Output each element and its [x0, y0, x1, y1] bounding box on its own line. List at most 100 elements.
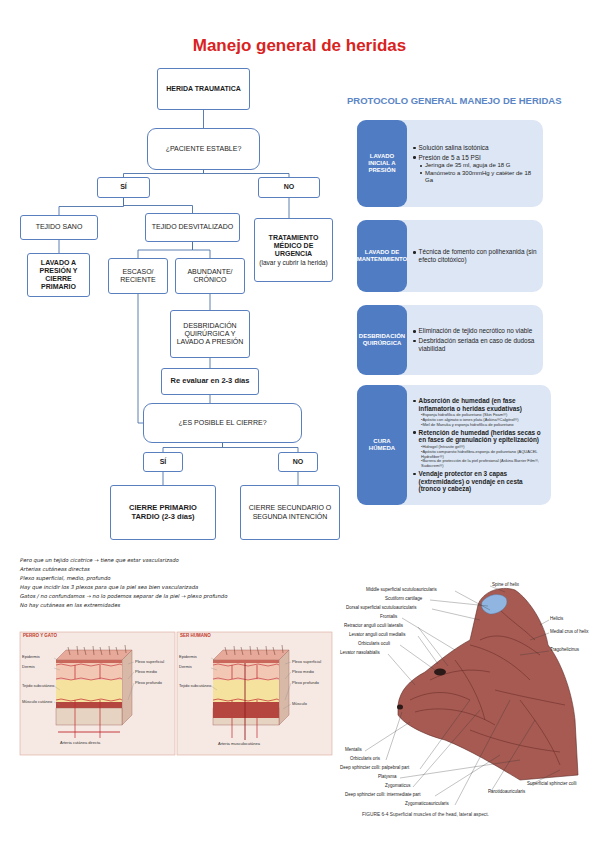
- muscle-label: Helicis: [550, 617, 563, 622]
- node-text: Re evaluar en 2-3 días: [171, 376, 250, 385]
- process-box: TRATAMIENTO MÉDICO DE URGENCIA(lavar y c…: [254, 218, 333, 282]
- answer-box: NO: [258, 177, 320, 198]
- node-text: Presión de 5 a 15 PSI: [419, 154, 481, 162]
- skin-layer-label: Plexo superficial: [135, 660, 164, 664]
- dog-eye: [434, 669, 446, 676]
- muscle-label: Dorsal superficial scutuloauricularis: [346, 606, 417, 611]
- skin-layer-label: Dermis: [179, 665, 192, 669]
- text-row: HERIDA TRAUMATICA: [166, 85, 241, 93]
- handwritten-note: Pero que un tejido cicatrice → tiene que…: [20, 558, 179, 564]
- node-text: ESCASO/ RECIENTE: [120, 268, 155, 283]
- node-text: CURA HÚMEDA: [369, 438, 395, 451]
- answer-box: SÍ: [97, 177, 150, 198]
- leader-lines: [365, 586, 560, 805]
- human-skin-block: [213, 645, 289, 738]
- answer-box: NO: [278, 452, 318, 472]
- flow-connector: [210, 395, 211, 403]
- muscle-label: Levator anguli oculi medialis: [349, 633, 406, 638]
- handwritten-note: Hay que incidir los 3 plexos para que la…: [20, 585, 198, 591]
- text-row: SÍ: [120, 183, 127, 191]
- node-text: Desbridación seriada en caso de dudosa v…: [419, 337, 537, 352]
- text-row: LAVADO A PRESIÓN Y CIERRE PRIMARIO: [31, 259, 86, 292]
- flow-connector: [204, 170, 290, 177]
- flow-connector: [210, 294, 211, 310]
- handwritten-note: Gatos / no confundamos → no lo podemos s…: [20, 594, 227, 600]
- node-text: Jeringa de 35 ml, aguja de 18 G: [425, 162, 510, 169]
- decision-box: ¿ES POSIBLE EL CIERRE?: [143, 403, 302, 443]
- bullet-dot: [413, 340, 416, 343]
- bullet-dot: [413, 251, 416, 254]
- skin-layer-label: Epidermis: [22, 655, 40, 659]
- muscle-label: Middle superficial scutuloauricularis: [366, 588, 437, 593]
- node-text: Técnica de fomento con polihexanida (sin…: [419, 248, 537, 263]
- node-text: LAVADO INICIAL A PRESIÓN: [368, 153, 395, 173]
- bullet-dot: [413, 400, 416, 403]
- node-text: CIERRE PRIMARIO TARDIO (2-3 días): [129, 503, 197, 521]
- skin-layer-label: Tejido subcutáneo: [22, 684, 54, 688]
- text-row: CURA HÚMEDA: [360, 438, 404, 452]
- muscle-label: Zygomaticoauricularis: [405, 802, 449, 807]
- process-box: Re evaluar en 2-3 días: [161, 368, 259, 395]
- muscle-fibres: [410, 610, 565, 765]
- skin-layer-label: Plexo profundo: [292, 681, 319, 685]
- condition-box: TEJIDO DESVITALIZADO: [145, 213, 240, 242]
- text-row: Presión de 5 a 15 PSI: [413, 154, 537, 162]
- process-box: LAVADO A PRESIÓN Y CIERRE PRIMARIO: [27, 253, 90, 297]
- node-text: Absorción de humedad (en fase inflamator…: [419, 397, 545, 412]
- muscle-label: Spine of helix: [492, 583, 519, 588]
- node-text: Retención de humedad (heridas secas o en…: [419, 429, 545, 444]
- node-text: HERIDA TRAUMATICA: [166, 85, 241, 92]
- text-row: •Barrera de protección de la piel profes…: [413, 459, 545, 469]
- muscle-label: Orbicularis oculi: [358, 642, 390, 647]
- skin-layer-label: Plexo profundo: [135, 681, 162, 685]
- skin-layer-label: Plexo medio: [292, 670, 314, 674]
- flow-connector: [298, 472, 299, 485]
- node-text: ¿PACIENTE ESTABLE?: [166, 145, 242, 152]
- text-row: ABUNDANTE/ CRÓNICO: [179, 268, 241, 285]
- leader-lines: [211, 658, 291, 709]
- text-row: Eliminación de tejido necrótico no viabl…: [413, 327, 537, 335]
- muscle-label: Scutiform cartilage: [385, 597, 422, 602]
- muscle-label: Deep sphincter colli: intermediate part: [345, 793, 421, 798]
- node-text: ABUNDANTE/ CRÓNICO: [187, 268, 232, 283]
- protocol-box: Solución salina isotónicaPresión de 5 a …: [357, 120, 543, 207]
- skin-layer-label: Arteria musculocutánea: [218, 742, 260, 746]
- scutiform-cartilage: [481, 595, 506, 614]
- node-text: •Miel de Manuka y esponja hidrofílica de…: [421, 423, 514, 428]
- text-row: NO: [284, 183, 295, 191]
- text-row: Manómetro a 300mmHg y catéter de 18 Ga: [413, 170, 537, 184]
- text-row: Absorción de humedad (en fase inflamator…: [413, 397, 545, 412]
- node-text: CIERRE SECUNDARIO O SEGUNDA INTENCIÓN: [249, 504, 331, 519]
- node-text: TEJIDO SANO: [36, 223, 83, 230]
- text-row: CIERRE SECUNDARIO O SEGUNDA INTENCIÓN: [244, 504, 336, 521]
- muscle-label: Medial crus of helix: [550, 630, 589, 635]
- node-text: •Apósito compuesto hidrofibra-esponja de…: [421, 450, 545, 460]
- text-row: Técnica de fomento con polihexanida (sin…: [413, 248, 537, 263]
- muscle-label: Mentalis: [345, 748, 362, 753]
- flow-connector: [163, 443, 223, 452]
- muscle-label: Orbicularis oris: [350, 757, 380, 762]
- start-box: HERIDA TRAUMATICA: [157, 68, 250, 110]
- text-row: LAVADO INICIAL A PRESIÓN: [360, 153, 404, 175]
- flow-connector: [124, 198, 193, 213]
- text-row: Solución salina isotónica: [413, 144, 537, 152]
- protocol-tab: DESBRIDACIÓN QUIRÚRGICA: [357, 305, 407, 375]
- flow-connector: [163, 472, 164, 485]
- text-row: •Apósito compuesto hidrofibra-esponja de…: [413, 450, 545, 460]
- muscle-label: Platysma: [378, 775, 397, 780]
- node-text: Solución salina isotónica: [419, 144, 489, 152]
- bullet-dot: [413, 147, 416, 150]
- decision-box: ¿PACIENTE ESTABLE?: [147, 128, 260, 170]
- node-text: SÍ: [120, 183, 127, 190]
- dog-skin-block: [56, 645, 132, 738]
- protocol-box: Eliminación de tejido necrótico no viabl…: [357, 305, 543, 375]
- flow-connector: [289, 198, 290, 218]
- flow-connector: [59, 240, 60, 253]
- text-row: Vendaje protector en 3 capas (extremidad…: [413, 470, 545, 493]
- node-text: Manómetro a 300mmHg y catéter de 18 Ga: [425, 170, 537, 184]
- condition-box: ESCASO/ RECIENTE: [108, 258, 168, 294]
- flow-connector: [203, 110, 204, 128]
- muscle-label: Deep sphincter colli: palpebral part: [340, 766, 409, 771]
- human-muscle-layer: [213, 702, 279, 718]
- end-box: CIERRE PRIMARIO TARDIO (2-3 días): [110, 485, 216, 540]
